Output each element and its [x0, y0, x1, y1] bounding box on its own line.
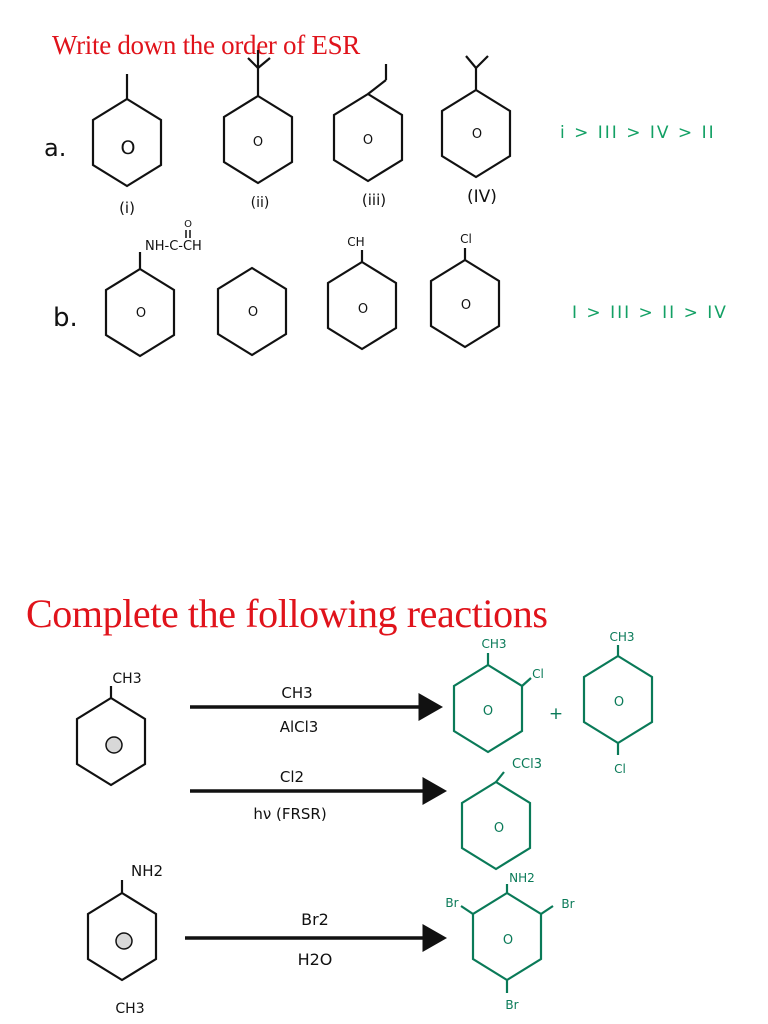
reactions-heading: Complete the following reactions [26, 591, 548, 636]
chloro-substituent-label: Cl [460, 232, 472, 246]
esr-answer-b: I > III > II > IV [572, 303, 728, 323]
ring-label: O [472, 127, 482, 142]
toluene-label: CH3 [112, 671, 141, 687]
ring-label: O [136, 306, 146, 321]
ring-label: O [503, 933, 513, 948]
ring-label: O [248, 305, 258, 320]
product-trichloro: CCl3 O [460, 757, 542, 871]
product-para-top-label: CH3 [609, 630, 634, 644]
aniline-label: NH2 [131, 862, 163, 880]
compound-a2: O [222, 50, 294, 185]
product-trichloro-label: CCl3 [512, 757, 542, 772]
product-nh2-label: NH2 [509, 871, 535, 885]
ring-label: O [358, 302, 368, 317]
rxn2-reagent: Cl2 [280, 768, 304, 786]
toluene-start: CH3 [75, 671, 147, 787]
part-b-label: b. [53, 303, 78, 333]
part-a-label: a. [44, 134, 66, 162]
compound-b1: NH-C-CH O O [104, 219, 202, 358]
compound-b4: Cl O [429, 232, 501, 349]
br-bottom-label: Br [505, 998, 518, 1012]
ring-label: O [121, 137, 136, 159]
rxn3-reagent: Br2 [301, 910, 329, 929]
rxn1-reagent: CH3 [281, 684, 312, 702]
compound-a1: O [91, 74, 163, 188]
compound-a4: O [440, 55, 512, 179]
plus-sign: + [549, 704, 563, 724]
esr-answer-a: i > III > IV > II [560, 123, 716, 143]
compound-b3: CH O [326, 235, 398, 351]
compound-b2: O [216, 266, 288, 357]
amide-oxygen-label: O [184, 219, 192, 230]
partial-ch3-label: CH3 [115, 1001, 144, 1017]
compound-label-iv: (IV) [467, 187, 497, 207]
ring-label: O [494, 821, 504, 836]
ring-label: O [614, 695, 624, 710]
alkyl-substituent-label: CH [347, 235, 364, 249]
esr-heading: Write down the order of ESR [52, 30, 360, 60]
br-right-label: Br [561, 897, 574, 911]
compound-label-ii: (ii) [251, 195, 270, 211]
aniline-start: NH2 [86, 862, 163, 982]
product-ortho-top-label: CH3 [481, 637, 506, 651]
br-left-label: Br [445, 896, 458, 910]
amide-substituent-label: NH-C-CH [145, 239, 202, 254]
compound-label-iii: (iii) [362, 191, 386, 209]
product-ortho: CH3 Cl O [452, 637, 544, 754]
ring-label: O [483, 704, 493, 719]
product-para-bottom-label: Cl [614, 762, 626, 776]
product-tribromoaniline: NH2 Br Br Br O [445, 871, 574, 1012]
rxn1-catalyst: AlCl3 [280, 718, 319, 736]
compound-a3: O [332, 64, 404, 183]
compound-label-i: (i) [119, 199, 135, 217]
ring-label: O [461, 298, 471, 313]
rxn2-condition: hν (FRSR) [253, 805, 326, 823]
ring-label: O [363, 133, 373, 148]
product-ortho-side-label: Cl [532, 667, 544, 681]
rxn3-condition: H2O [298, 950, 333, 969]
product-para: CH3 Cl O [582, 630, 654, 776]
ring-label: O [253, 135, 263, 150]
